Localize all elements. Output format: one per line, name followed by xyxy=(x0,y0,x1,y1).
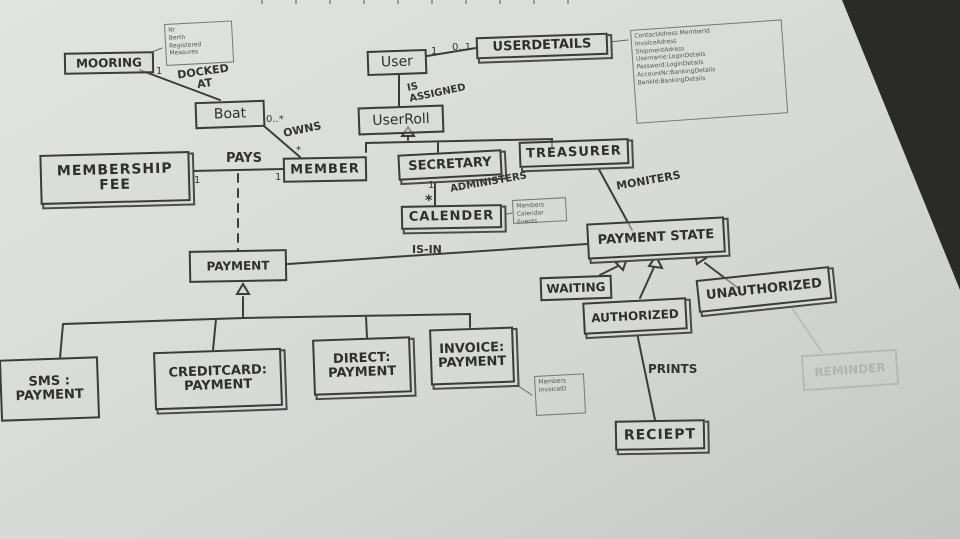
invoice-attributes-note: Members InvoiceID xyxy=(534,373,587,416)
details-note-link xyxy=(608,39,629,43)
user-details-class: USERDETAILS xyxy=(475,32,609,60)
user-class: User xyxy=(366,48,428,77)
user-details-far-multiplicity: 0..1 xyxy=(452,42,472,53)
calender-attributes-note: Members Calendar Events xyxy=(512,197,568,225)
fee-member-link xyxy=(191,168,284,172)
calender-class: CALENDER xyxy=(400,204,503,230)
creditcard-payment-class: CREDITCARD: PAYMENT xyxy=(153,347,283,411)
boat-attributes-note: Nr Berth Registered Measures xyxy=(164,20,235,66)
payment-class: PAYMENT xyxy=(188,249,288,283)
boat-member-link xyxy=(263,125,301,158)
payment-generalization xyxy=(59,296,471,359)
invoice-note-link xyxy=(511,381,533,396)
user-details-multiplicity: 1 xyxy=(431,46,438,57)
unauthorized-arrowhead xyxy=(693,251,709,266)
authorized-class: AUTHORIZED xyxy=(582,297,688,335)
administers-one-multiplicity: 1 xyxy=(428,180,435,191)
user-details-link xyxy=(426,47,477,57)
is-in-label: IS-IN xyxy=(412,243,442,256)
reciept-class: RECIEPT xyxy=(614,419,706,451)
waiting-arrowhead xyxy=(614,256,629,272)
payment-state-link xyxy=(287,243,588,265)
reminder-class: REMINDER xyxy=(800,348,900,392)
mooring-class: MOORING xyxy=(63,51,155,75)
waiting-class: WAITING xyxy=(539,274,613,302)
boat-class: Boat xyxy=(194,99,266,130)
fee-pays-multiplicity: 1 xyxy=(194,175,201,186)
spiral-binding xyxy=(261,0,569,4)
secretary-class: SECRETARY xyxy=(397,149,503,181)
authorized-arrowhead xyxy=(647,254,664,270)
connectors xyxy=(59,39,823,421)
mooring-docked-multiplicity: 1 xyxy=(156,66,163,77)
treasurer-state-link xyxy=(595,163,633,231)
member-pays-multiplicity: 1 xyxy=(275,172,282,183)
sms-payment-class: SMS : PAYMENT xyxy=(0,356,101,422)
direct-payment-class: DIRECT: PAYMENT xyxy=(312,336,412,396)
member-class: MEMBER xyxy=(282,156,368,183)
member-owns-multiplicity: * xyxy=(296,145,301,156)
treasurer-class: TREASURER xyxy=(518,138,630,168)
membership-fee-class: MEMBERSHIP FEE xyxy=(39,151,191,205)
mooring-boat-link xyxy=(139,69,221,101)
authorized-state-link xyxy=(639,264,656,299)
authorized-reciept-link xyxy=(636,332,656,421)
calender-note-link xyxy=(502,212,513,216)
payment-arrowhead xyxy=(235,282,251,295)
invoice-payment-class: INVOICE: PAYMENT xyxy=(429,326,515,386)
administers-many-multiplicity: * xyxy=(425,193,433,209)
pays-label: PAYS xyxy=(226,151,262,166)
prints-label: PRINTS xyxy=(648,362,698,376)
user-roll-class: UserRoll xyxy=(357,104,445,136)
boat-owns-multiplicity: 0..* xyxy=(266,114,284,125)
payment-state-class: PAYMENT STATE xyxy=(586,216,726,260)
userdetails-attributes-note: ContactAdress MemberId InvoiceAdress Shi… xyxy=(630,19,789,124)
reminder-link xyxy=(791,307,823,353)
